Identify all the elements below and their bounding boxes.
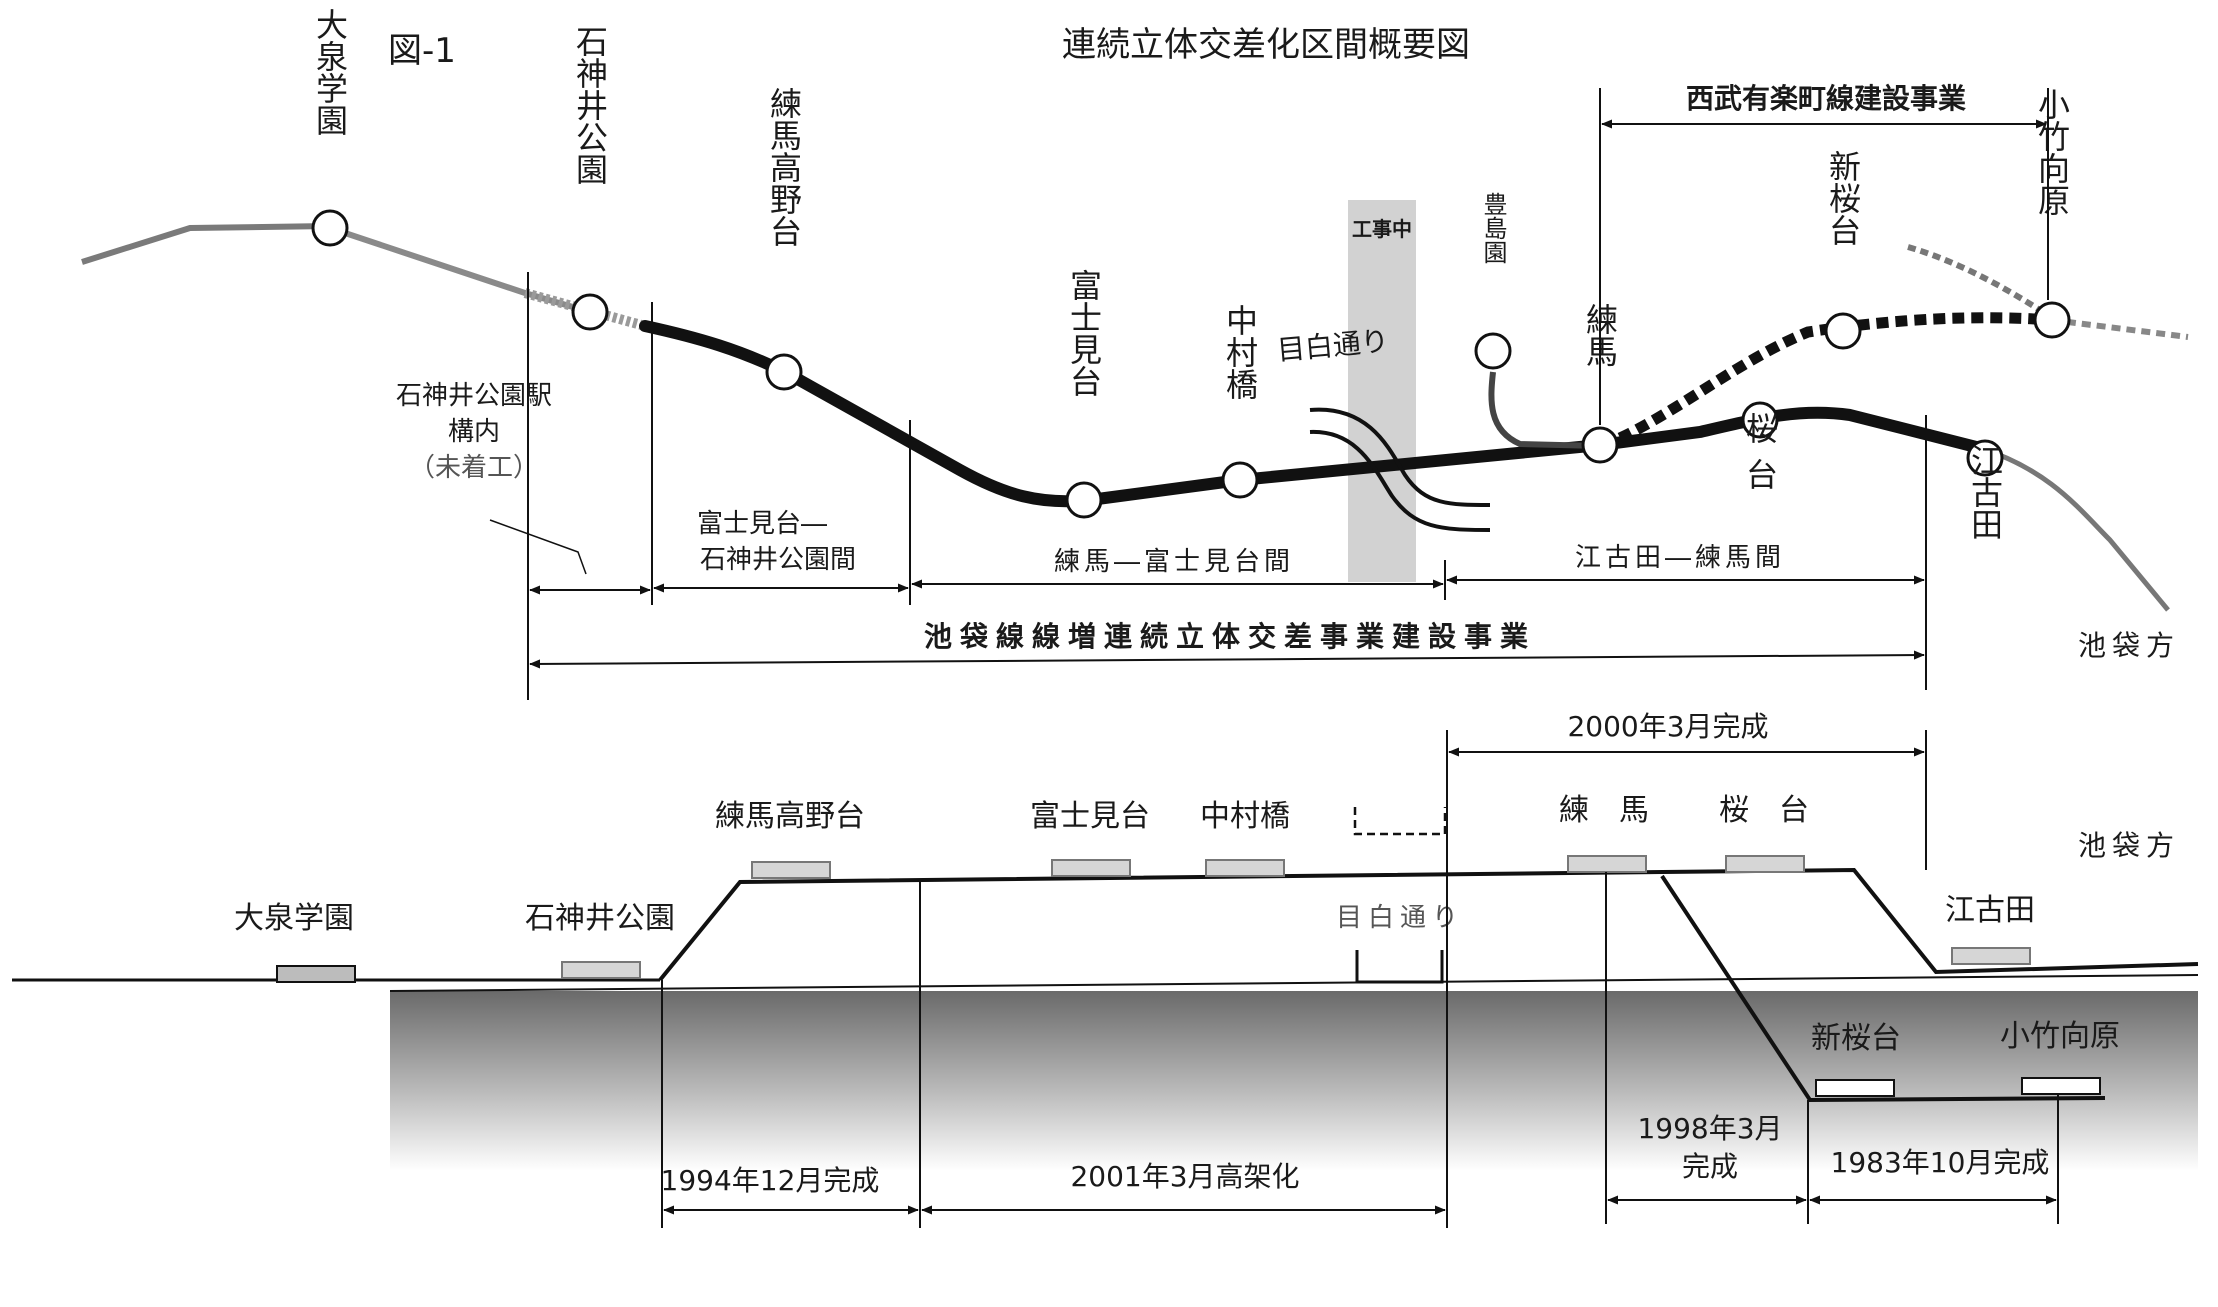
construction-dashed-box <box>1353 807 1447 836</box>
station-marker-nerima-takanodai <box>765 353 803 391</box>
completion-2000-label: 2000年3月完成 <box>1567 710 1768 743</box>
completion-1994-label: 1994年12月完成 <box>661 1164 880 1197</box>
station-marker-shakujii <box>571 293 609 331</box>
ikebukuro-direction-lower: 池袋方 <box>2078 829 2180 862</box>
underground-tunnel-line <box>1660 874 2106 1103</box>
platform-sakuradai <box>1725 855 1805 873</box>
station-marker-nerima <box>1581 426 1619 464</box>
platform-nerima-takanodai <box>751 861 831 879</box>
project-label-ikebukuro: 池袋線線増連続立体交差事業建設事業 <box>924 620 1536 653</box>
ikebukuro-direction-upper: 池袋方 <box>2078 629 2180 662</box>
section-label-nerima-fujimidai: 練馬―富士見台間 <box>1054 547 1294 577</box>
construction-zone <box>1348 200 1416 582</box>
completion-1998-line1: 1998年3月 <box>1637 1112 1782 1145</box>
platform-fujimidai <box>1051 859 1131 877</box>
completion-1998-line2: 完成 <box>1682 1150 1738 1183</box>
track-oizumi-shakujii <box>329 225 591 315</box>
platform-oizumi <box>276 965 356 983</box>
elevation-2001-label: 2001年3月高架化 <box>1070 1160 1299 1193</box>
platform-nakamurabashi <box>1205 859 1285 877</box>
shakujii-note-line2: 構内 <box>448 417 500 447</box>
profile-station-sakuradai: 桜 台 <box>1719 793 1809 828</box>
project-arrow-ikebukuro <box>529 650 1925 669</box>
section-label-fujimidai-shakujii-2: 石神井公園間 <box>700 545 856 575</box>
shakujii-note-leader <box>489 519 587 575</box>
track-toshimaen-branch <box>1488 371 1601 449</box>
track-yurakucho-north <box>1907 244 2054 321</box>
shakujii-note-line3: （未着工） <box>409 453 539 483</box>
figure-label: 図-1 <box>388 31 456 71</box>
platform-shin-sakuradai <box>1815 1079 1895 1097</box>
track-west-gray <box>81 223 331 265</box>
diagram-title: 連続立体交差化区間概要図 <box>1062 25 1470 65</box>
track-main-elevated <box>639 320 1986 508</box>
completion-1983-label: 1983年10月完成 <box>1831 1146 2050 1179</box>
track-ekoda-ikebukuro <box>1979 445 2170 612</box>
station-name-sakuradai: 桜台 <box>1741 412 1779 504</box>
elevated-structure <box>658 867 2199 982</box>
station-marker-ekoda <box>1966 439 2004 477</box>
section-label-fujimidai-shakujii-1: 富士見台― <box>697 509 827 539</box>
station-marker-kotakemukaihara <box>2033 301 2071 339</box>
station-name-oizumi: 大泉学園 <box>311 8 349 136</box>
station-name-kotakemukaihara: 小竹向原 <box>2033 88 2071 216</box>
track-yurakucho-line <box>1617 312 2053 443</box>
station-name-nakamurabashi: 中村橋 <box>1221 304 1259 400</box>
profile-station-kotakemukaihara: 小竹向原 <box>2000 1019 2120 1054</box>
station-marker-oizumi <box>311 209 349 247</box>
platform-nerima <box>1567 855 1647 873</box>
profile-station-ekoda: 江古田 <box>1945 893 2035 928</box>
station-marker-shin-sakuradai <box>1824 312 1862 350</box>
profile-station-nerima: 練 馬 <box>1559 793 1649 828</box>
profile-station-nerima-takanodai: 練馬高野台 <box>715 799 865 834</box>
station-marker-nakamurabashi <box>1221 461 1259 499</box>
profile-station-shakujii: 石神井公園 <box>525 901 675 936</box>
construction-zone-label: 工事中 <box>1352 217 1412 241</box>
station-name-nerima-takanodai: 練馬高野台 <box>765 87 803 247</box>
station-marker-toshimaen <box>1474 332 1512 370</box>
mejiro-dori-underpass <box>1355 950 1444 984</box>
station-name-fujimidai: 富士見台 <box>1065 269 1103 397</box>
profile-station-shin-sakuradai: 新桜台 <box>1811 1021 1901 1056</box>
platform-kotakemukaihara <box>2021 1077 2101 1095</box>
platform-shakujii <box>561 961 641 979</box>
station-marker-sakuradai <box>1741 401 1779 439</box>
mejiro-dori-road-lower <box>1309 429 1491 532</box>
track-yurakucho-east <box>2051 317 2189 340</box>
underground-shading <box>390 991 2198 1171</box>
station-name-ekoda: 江古田 <box>1966 444 2004 540</box>
project-label-yurakucho: 西武有楽町線建設事業 <box>1686 82 1966 115</box>
ground-surface <box>389 974 2199 992</box>
station-name-shin-sakuradai: 新桜台 <box>1824 150 1862 246</box>
profile-station-fujimidai: 富士見台 <box>1030 799 1150 834</box>
profile-station-oizumi: 大泉学園 <box>234 901 354 936</box>
station-name-toshimaen: 豊島園 <box>1479 192 1507 264</box>
profile-station-nakamurabashi: 中村橋 <box>1200 799 1290 834</box>
section-label-ekoda-nerima: 江古田―練馬間 <box>1575 543 1785 573</box>
shakujii-note-line1: 石神井公園駅 <box>396 381 552 411</box>
platform-ekoda <box>1951 947 2031 965</box>
station-marker-fujimidai <box>1065 481 1103 519</box>
station-name-shakujii: 石神井公園 <box>571 25 609 185</box>
profile-mejiro-dori-label: 目白通り <box>1336 903 1464 933</box>
mejiro-dori-road-upper <box>1309 407 1491 507</box>
